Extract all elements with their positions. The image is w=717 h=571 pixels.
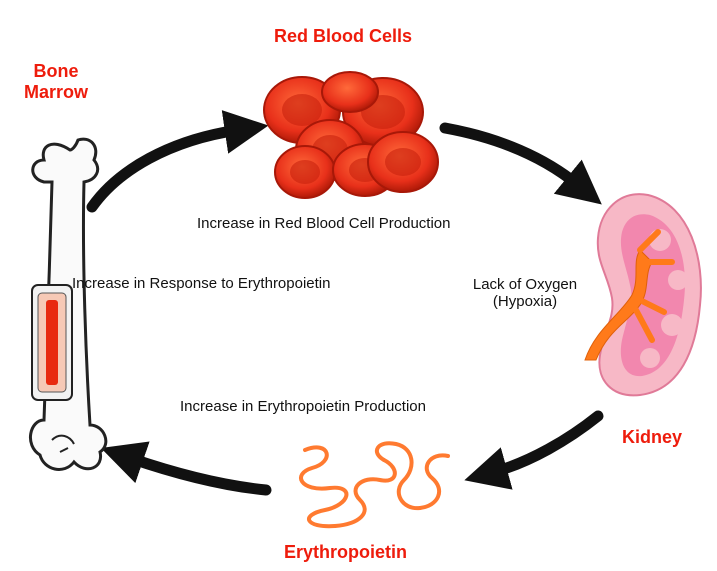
red-blood-cells-icon [263,71,439,199]
arrow-kidney-to-epo-icon [464,410,604,490]
kidney-icon [584,193,702,397]
label-bone-marrow-line2: Marrow [23,82,88,102]
arrow-blood-to-kidney-icon [439,122,602,205]
text-lack-of-oxygen-line1: Lack of Oxygen [472,276,578,293]
erythropoietin-icon [299,441,450,529]
label-kidney: Kidney [622,427,683,447]
arrow-bone-to-blood-icon [86,110,269,213]
label-bone-marrow: Bone Marrow [20,61,92,103]
text-response-to-epo: Increase in Response to Erythropoietin [72,275,331,292]
text-hypoxia: (Hypoxia) [492,293,558,310]
bone-icon [29,137,108,471]
label-erythropoietin: Erythropoietin [284,542,408,562]
arrow-epo-to-bone-icon [100,441,272,496]
label-red-blood-cells: Red Blood Cells [274,26,413,46]
text-epo-production: Increase in Erythropoietin Production [180,398,426,415]
label-bone-marrow-line1: Bone [33,61,79,81]
text-rbc-production: Increase in Red Blood Cell Production [197,215,451,232]
text-lack-of-oxygen: Lack of Oxygen (Hypoxia) [450,276,600,310]
